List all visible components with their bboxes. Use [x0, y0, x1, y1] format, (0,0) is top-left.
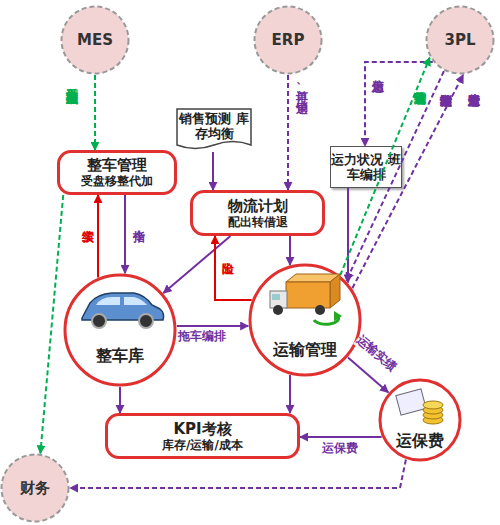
node-title: 财务 [20, 479, 50, 497]
node-title: ERP [272, 31, 305, 49]
flow-arrow [212, 152, 214, 190]
dashed-connector [70, 460, 406, 488]
car-wheel [92, 314, 106, 328]
system-circle: MES [60, 5, 130, 75]
truck-window [272, 294, 280, 300]
invoice-sheet [396, 389, 426, 415]
node-subtitle: 受盘移整代加 [81, 174, 153, 188]
system-circle-outline [427, 7, 494, 74]
truck-illustration [270, 274, 342, 324]
flow-arrow [300, 436, 382, 438]
node-title: MES [77, 31, 113, 49]
node-title: 运输管理 [273, 340, 337, 359]
car-body [82, 293, 164, 320]
car-window [96, 297, 120, 305]
module-box: 物流计划配出转借退 [190, 190, 325, 236]
fee-illustration [396, 389, 443, 424]
flow-arrow [348, 357, 388, 392]
dashed-connector [40, 195, 63, 453]
hub-circle: 整车库 [63, 273, 177, 387]
coin [423, 416, 443, 424]
node-title: 整车管理 [87, 156, 147, 174]
hub-circle-outline [65, 275, 175, 385]
node-title: 3PL [445, 31, 476, 49]
car-illustration [82, 293, 164, 328]
truck-cargo [286, 282, 330, 308]
system-circle: 3PL [425, 5, 495, 75]
node-title: 销售预测 库存均衡 [176, 111, 252, 141]
edge-label: 运输实绩 [353, 333, 399, 374]
truck-cargo-side [330, 274, 340, 308]
system-circle: ERP [253, 5, 323, 75]
truck-wheel [315, 305, 325, 315]
node-title: 物流计划 [228, 197, 288, 215]
hub-circle-outline [380, 380, 460, 460]
dashed-connector [287, 75, 289, 190]
dashed-connector [340, 58, 430, 276]
info-box: 运力状况 班车编排 [330, 146, 402, 188]
node-title: 整车库 [96, 346, 144, 365]
flow-arrow [347, 188, 349, 283]
edge-label: 运保费 [322, 442, 358, 456]
truck-cargo-top [286, 274, 340, 282]
hub-circle: 运保费 [378, 378, 462, 462]
flow-arrow [97, 195, 99, 277]
system-circle-outline [62, 7, 129, 74]
module-box: 整车管理受盘移整代加 [57, 150, 177, 195]
node-subtitle: 配出转借退 [228, 215, 288, 229]
dashed-connector [346, 71, 444, 281]
hub-circle-outline [250, 265, 360, 375]
flow-arrow [215, 236, 252, 300]
car-window [124, 297, 147, 305]
dashed-connector [365, 62, 433, 146]
dashed-connector [352, 75, 463, 288]
flow-arrow [124, 195, 126, 273]
flow-arrow [119, 387, 121, 413]
system-circle: 财务 [0, 453, 70, 523]
car-wheel [139, 314, 153, 328]
coin [423, 411, 443, 419]
flow-arrow [163, 236, 230, 293]
dashed-connector [94, 75, 96, 150]
circle-outline [248, 263, 362, 377]
edge-label: 订单、销退 [294, 80, 308, 92]
note-box: 销售预测 库存均衡 [176, 108, 252, 152]
cycle-arrow [314, 316, 339, 324]
coin [423, 401, 443, 409]
flow-arrow [289, 375, 291, 413]
node-title: KPI考核 [173, 420, 231, 438]
cycle-arrow-head [334, 311, 342, 321]
edge-label: 拖车编排 [178, 330, 226, 344]
hub-circle: 运输管理 [248, 263, 362, 377]
flow-arrow [177, 325, 248, 327]
system-circle-outline [2, 455, 69, 522]
node-title: 运保费 [396, 431, 444, 450]
node-subtitle: 库存/运输/成本 [162, 438, 243, 452]
node-title: 运力状况 班车编排 [331, 152, 401, 182]
coin [423, 406, 443, 414]
circle-outline [63, 273, 177, 387]
edge-label: 受入计划 成品主数据 [64, 78, 78, 140]
truck-wheel [273, 305, 283, 315]
flow-arrow [289, 236, 291, 265]
system-circle-outline [255, 7, 322, 74]
kpi-box: KPI考核库存/运输/成本 [105, 413, 300, 459]
truck-cab [270, 291, 287, 308]
note-outline [177, 109, 251, 149]
